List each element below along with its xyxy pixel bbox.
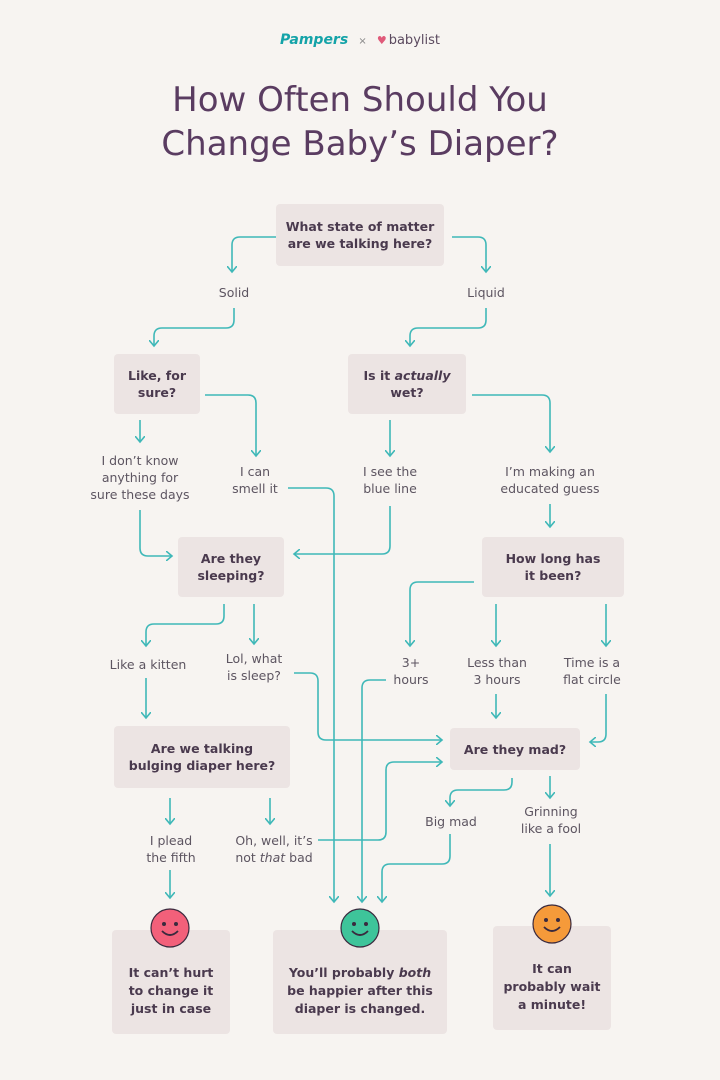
arrow-ohwell-mad [318,762,442,841]
title-line-2: Change Baby’s Diaper? [161,124,559,164]
label-liquid: Liquid [467,285,505,300]
arrow-smell-happier [288,487,334,902]
page-title: How Often Should You Change Baby’s Diape… [0,78,720,166]
label-3plus-hours: 3+hours [393,655,429,687]
heart-icon: ♥ [376,34,387,47]
arrow-dontknow-sleeping [139,510,172,556]
arrow-howlong-3plus [410,581,474,646]
arrow-flat-mad [590,694,607,742]
arrow-mad-bigmad [450,778,513,806]
babylist-logo: babylist [388,33,440,48]
brand-logos: Pampers × ♥babylist [0,32,720,48]
arrow-3plus-happier [362,679,386,902]
pampers-logo: Pampers [280,32,349,48]
arrow-wet-educated [472,394,550,452]
smiley-pink-icon [150,908,190,948]
arrow-state-liquid [452,236,486,272]
arrow-liquid-wet [410,308,487,346]
arrow-lol-mad [294,672,442,740]
arrow-blueline-sleeping [294,506,391,554]
arrow-bigmad-happier [382,834,451,902]
arrow-sure-smell [205,394,256,456]
label-solid: Solid [218,285,250,300]
label-big-mad: Big mad [425,814,477,829]
title-line-1: How Often Should You [172,80,548,120]
arrow-sleeping-kitten [146,604,225,646]
brand-separator: × [358,36,367,47]
arrow-solid-sure [154,308,235,346]
label-like-a-kitten: Like a kitten [109,657,187,672]
smiley-orange-icon [532,904,572,944]
smiley-green-icon [340,908,380,948]
arrow-state-solid [232,236,276,272]
question-are-they-mad: Are they mad? [450,728,580,770]
